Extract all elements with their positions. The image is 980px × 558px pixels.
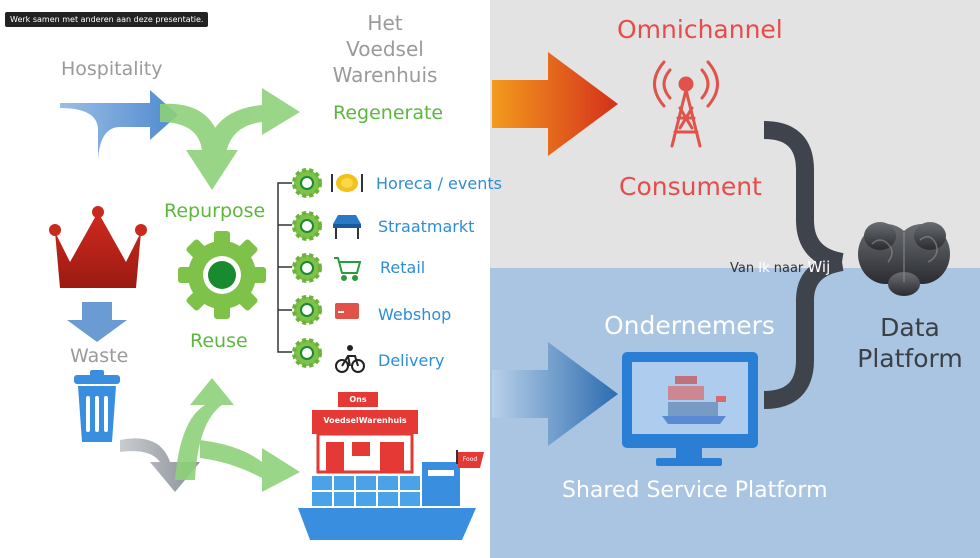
warehouse-title-line-2: Voedsel	[346, 37, 424, 61]
market-stall-icon	[333, 215, 361, 239]
consument-label: Consument	[619, 172, 762, 201]
bicycle-icon	[335, 345, 365, 373]
credit-card-icon	[335, 303, 359, 319]
entrepreneur-arrow	[492, 342, 618, 446]
waste-label: Waste	[70, 345, 129, 367]
consumer-arrow	[492, 52, 618, 156]
antenna-icon	[653, 60, 719, 148]
regenerate-curve-arrows	[160, 88, 300, 190]
hospitality-label: Hospitality	[61, 58, 163, 80]
channel-delivery: Delivery	[378, 351, 445, 370]
reuse-gear-icon	[178, 231, 266, 319]
caption-van: Van	[730, 261, 755, 276]
omnichannel-label: Omnichannel	[617, 15, 783, 44]
shared-service-platform-label: Shared Service Platform	[562, 478, 828, 503]
data-platform-line-2: Platform	[857, 344, 963, 373]
channel-bracket	[277, 182, 292, 353]
channel-webshop: Webshop	[378, 305, 452, 324]
trash-bin-icon	[74, 370, 120, 442]
channel-horeca: Horeca / events	[376, 174, 502, 193]
caption-naar: naar	[773, 261, 804, 276]
crown-icon	[49, 206, 147, 288]
hospitality-flow-arrow	[60, 90, 178, 160]
warehouse-title: Het Voedsel Warenhuis	[330, 10, 440, 88]
ondernemers-label: Ondernemers	[604, 311, 775, 340]
ship-flag-text: Food	[462, 456, 478, 463]
reuse-label: Reuse	[190, 330, 248, 352]
caption-wij: Wij	[807, 258, 831, 276]
store-ship-illustration	[298, 392, 484, 540]
store-sign-top: Ons	[349, 395, 367, 404]
plate-icon	[331, 174, 363, 192]
caption-ik: Ik	[758, 261, 770, 276]
repurpose-label: Repurpose	[164, 200, 266, 222]
collaboration-tooltip: Werk samen met anderen aan deze presenta…	[5, 12, 209, 27]
regenerate-label: Regenerate	[333, 102, 444, 124]
channel-gears	[292, 168, 322, 368]
store-sign-main: VoedselWarenhuis	[323, 416, 407, 425]
data-platform-line-1: Data	[880, 313, 940, 342]
channel-retail: Retail	[380, 258, 426, 277]
ik-wij-caption: Van Ik naar Wij	[730, 258, 830, 276]
channel-straatmarkt: Straatmarkt	[378, 217, 475, 236]
warehouse-title-line-3: Warenhuis	[332, 63, 438, 87]
waste-flow-arrows	[120, 378, 300, 492]
data-platform-label: Data Platform	[850, 312, 970, 374]
monitor-icon	[622, 352, 758, 466]
waste-down-arrow	[67, 302, 127, 342]
warehouse-title-line-1: Het	[367, 11, 403, 35]
shopping-cart-icon	[334, 257, 362, 281]
curly-brace	[763, 121, 844, 409]
